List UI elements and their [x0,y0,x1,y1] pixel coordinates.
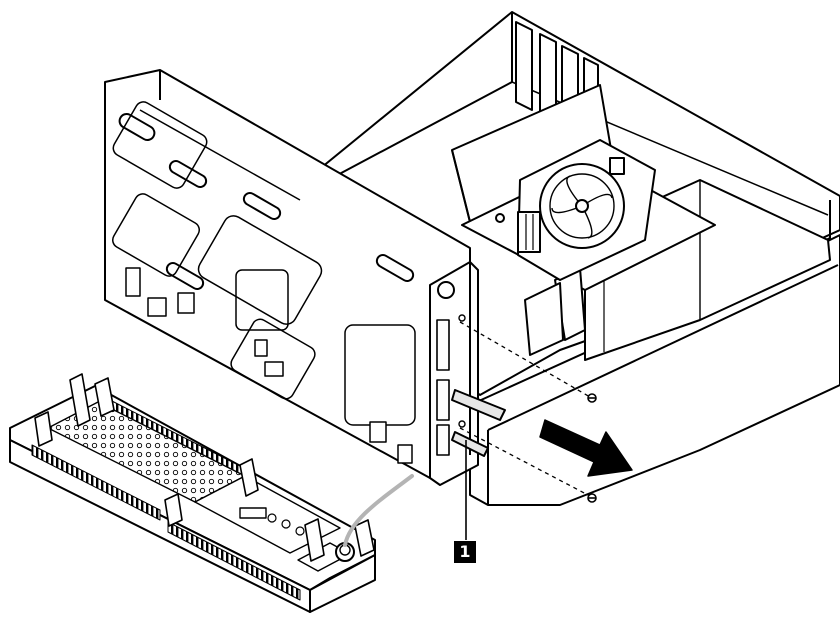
screw-icon [587,493,597,503]
power-switch-cable [343,474,414,547]
screw-icon [587,393,597,403]
removal-arrow-icon [539,419,633,477]
callout-label: 1 [459,542,471,561]
front-bezel [9,373,376,613]
cpu-fan-assembly [495,139,656,281]
screw-guides [459,321,591,497]
callout-1: 1 [454,541,476,563]
front-io-strip [429,261,506,486]
